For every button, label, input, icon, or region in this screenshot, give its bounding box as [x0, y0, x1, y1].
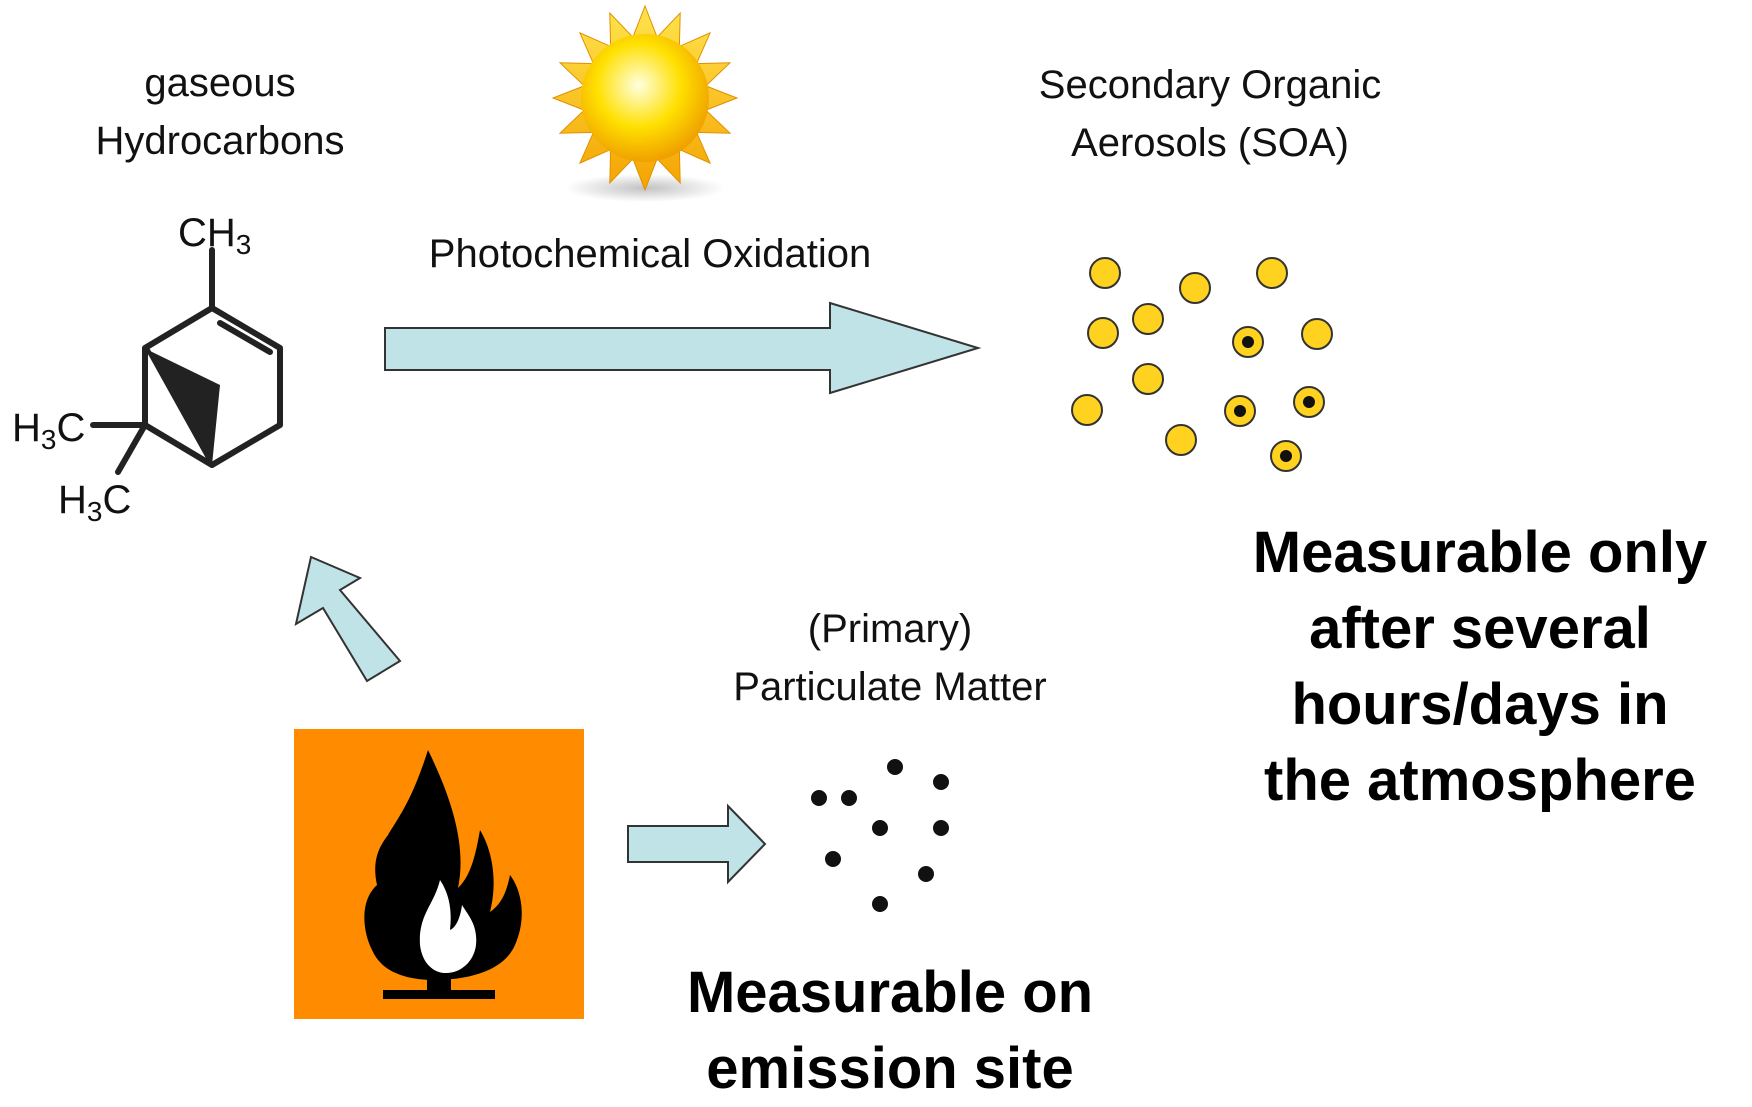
measurable-later-line3: hours/days in [1291, 672, 1669, 737]
flammable-hazard-icon [294, 729, 584, 1019]
soa-particle [1087, 317, 1119, 349]
emission-to-pm-arrow [627, 803, 767, 885]
ch3-top-label: CH3 [178, 211, 251, 260]
soa-line1: Secondary Organic [1038, 63, 1382, 107]
oxidation-arrow [384, 301, 982, 395]
emission-to-hydrocarbons-arrow [294, 555, 402, 683]
pm-particle [933, 774, 949, 790]
soa-particles [1071, 257, 1333, 472]
molecule-labels: CH3 H3C H3C [12, 211, 251, 527]
measurable-later-line1: Measurable only [1252, 520, 1708, 585]
photochemical-oxidation-label: Photochemical Oxidation [428, 232, 872, 276]
alpha-pinene-molecule [90, 247, 283, 475]
pm-particle [841, 790, 857, 806]
h3c-left-label: H3C [12, 406, 85, 455]
sun-icon [551, 4, 739, 202]
primary-line2: Particulate Matter [733, 665, 1047, 709]
measurable-later-note: Measurable only after several hours/days… [1220, 515, 1740, 819]
gaseous-text: gaseous [144, 61, 296, 105]
pm-particle [933, 820, 949, 836]
soa-label: Secondary Organic Aerosols (SOA) [960, 56, 1460, 172]
soa-particle [1301, 318, 1333, 350]
h3c-bottom-label: H3C [58, 478, 131, 527]
soa-particle [1132, 303, 1164, 335]
soa-particle [1071, 394, 1103, 426]
hydrocarbons-label: gaseous Hydrocarbons [40, 54, 400, 170]
measurable-later-line2: after several [1309, 596, 1651, 661]
primary-pm-label: (Primary) Particulate Matter [660, 600, 1120, 716]
pm-particle [887, 759, 903, 775]
pm-particle [811, 790, 827, 806]
primary-line1: (Primary) [807, 607, 973, 651]
hydrocarbons-text: Hydrocarbons [95, 119, 345, 163]
measurable-later-line4: the atmosphere [1264, 748, 1696, 813]
soa-particle [1256, 257, 1288, 289]
pm-particle [918, 866, 934, 882]
soa-particle [1089, 257, 1121, 289]
pm-particle [825, 851, 841, 867]
pm-particle [872, 820, 888, 836]
primary-particles [811, 759, 949, 912]
soa-line2: Aerosols (SOA) [1071, 121, 1349, 165]
soa-particle [1165, 424, 1197, 456]
soa-particle [1179, 272, 1211, 304]
pm-particle [872, 896, 888, 912]
soa-particle [1132, 363, 1164, 395]
measurable-site-line1: Measurable on [686, 960, 1094, 1025]
